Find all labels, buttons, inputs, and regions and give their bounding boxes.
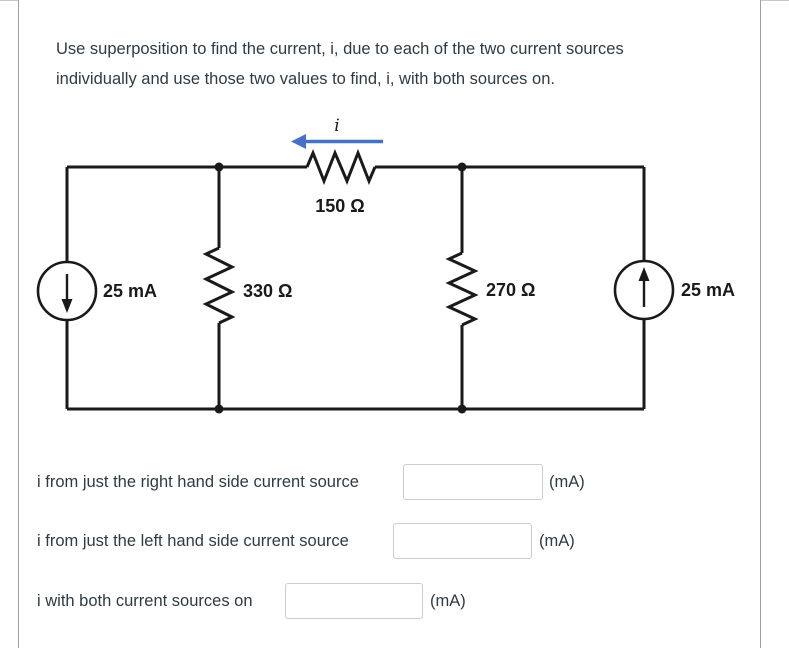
answer-unit-left-source: (mA) — [539, 532, 575, 550]
answer-input-right-source[interactable] — [403, 464, 543, 500]
question-panel: Use superposition to find the current, i… — [18, 0, 761, 648]
answer-input-both-sources[interactable] — [285, 583, 423, 619]
answer-row-both-sources: i with both current sources on (mA) — [37, 583, 657, 619]
answer-unit-right-source: (mA) — [549, 473, 585, 491]
problem-statement-line-1: Use superposition to find the current, i… — [56, 40, 624, 58]
answer-row-right-source: i from just the right hand side current … — [37, 464, 657, 500]
answer-input-left-source[interactable] — [393, 523, 532, 559]
problem-statement: Use superposition to find the current, i… — [56, 34, 746, 94]
answer-label-both-sources: i with both current sources on — [37, 592, 253, 610]
answer-unit-both-sources: (mA) — [430, 592, 466, 610]
answer-row-left-source: i from just the left hand side current s… — [37, 523, 657, 559]
answer-label-right-source: i from just the right hand side current … — [37, 473, 359, 491]
answer-label-left-source: i from just the left hand side current s… — [37, 532, 349, 550]
problem-statement-line-2: individually and use those two values to… — [56, 70, 555, 88]
